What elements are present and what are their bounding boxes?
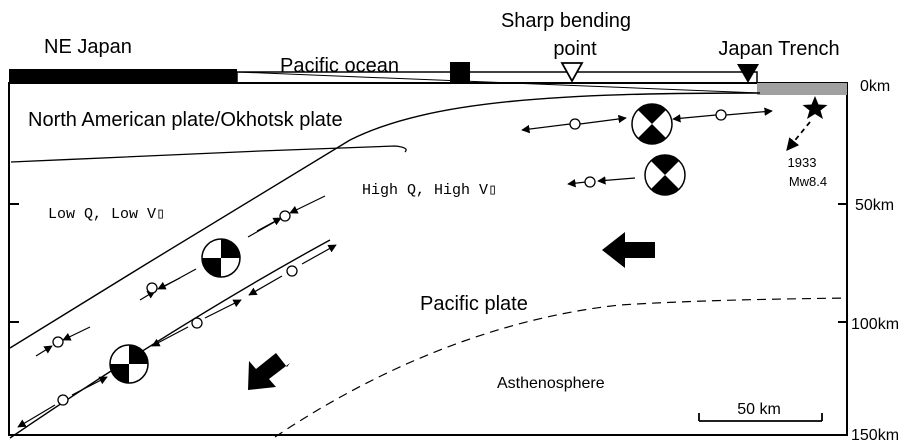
earthquake-arrow [786,121,811,151]
pacific-plate-label: Pacific plate [420,293,528,315]
extension-arrow-left [521,123,571,134]
stress-circle [569,118,581,130]
focal-mechanism-upper-plane [201,238,241,278]
focal-mechanism-outer-rise-1 [631,103,673,145]
stress-circle [279,210,291,222]
stress-circle [191,317,203,329]
focal-mechanism-lower-plane [109,344,149,384]
scale-bar-label: 50 km [737,401,781,418]
scale-bar [698,413,823,422]
bending-point-label-line2: point [553,38,597,60]
north-american-plate-label: North American plate/Okhotsk plate [28,109,343,131]
overriding-plate-base [10,145,407,163]
slab-upper-surface [9,92,761,349]
focal-mechanism-outer-rise-2 [644,154,686,196]
stress-circle [715,109,727,121]
slab-lower-boundary [9,239,331,439]
ne-japan-land-bar [9,69,237,83]
depth-label-100: 100km [851,316,899,333]
stress-circle [146,282,158,294]
stress-arrow-left-small [567,178,587,188]
compression-arrow-left [672,114,717,123]
high-q-label: High Q, High V▯ [362,182,497,199]
stress-arrow-left [597,176,636,185]
depth-label-150: 150km [851,427,899,444]
bending-point-marker [560,62,584,83]
island-block [450,62,470,83]
plate-motion-arrow-horizontal [602,232,655,268]
earthquake-star-icon [802,96,828,119]
asthenosphere-label: Asthenosphere [497,375,605,392]
plate-motion-arrow-downdip [248,353,290,390]
stress-circle [57,394,69,406]
stress-circle [52,336,64,348]
stress-circle [584,176,596,188]
japan-trench-label: Japan Trench [718,38,839,60]
upper-plane-stress [35,195,326,357]
japan-trench-marker [737,64,759,83]
earthquake-magnitude-label: Mw8.4 [789,174,827,189]
low-q-label: Low Q, Low V▯ [48,206,165,223]
stress-circle [286,265,298,277]
ocean-surface-bar [236,71,758,84]
bending-point-label-line1: Sharp bending [501,10,631,32]
lower-plane-stress [17,244,337,428]
earthquake-year-label: 1933 [788,155,817,170]
pacific-ocean-label: Pacific ocean [280,55,399,77]
extension-arrow-right [579,114,627,125]
depth-label-50: 50km [855,197,894,214]
depth-axis [9,203,847,323]
trench-band [757,83,847,95]
ne-japan-label: NE Japan [44,36,132,58]
compression-arrow-right [725,107,773,116]
depth-label-0: 0km [860,78,890,95]
seafloor-line [236,71,761,94]
lithosphere-base-dashed [274,297,848,438]
